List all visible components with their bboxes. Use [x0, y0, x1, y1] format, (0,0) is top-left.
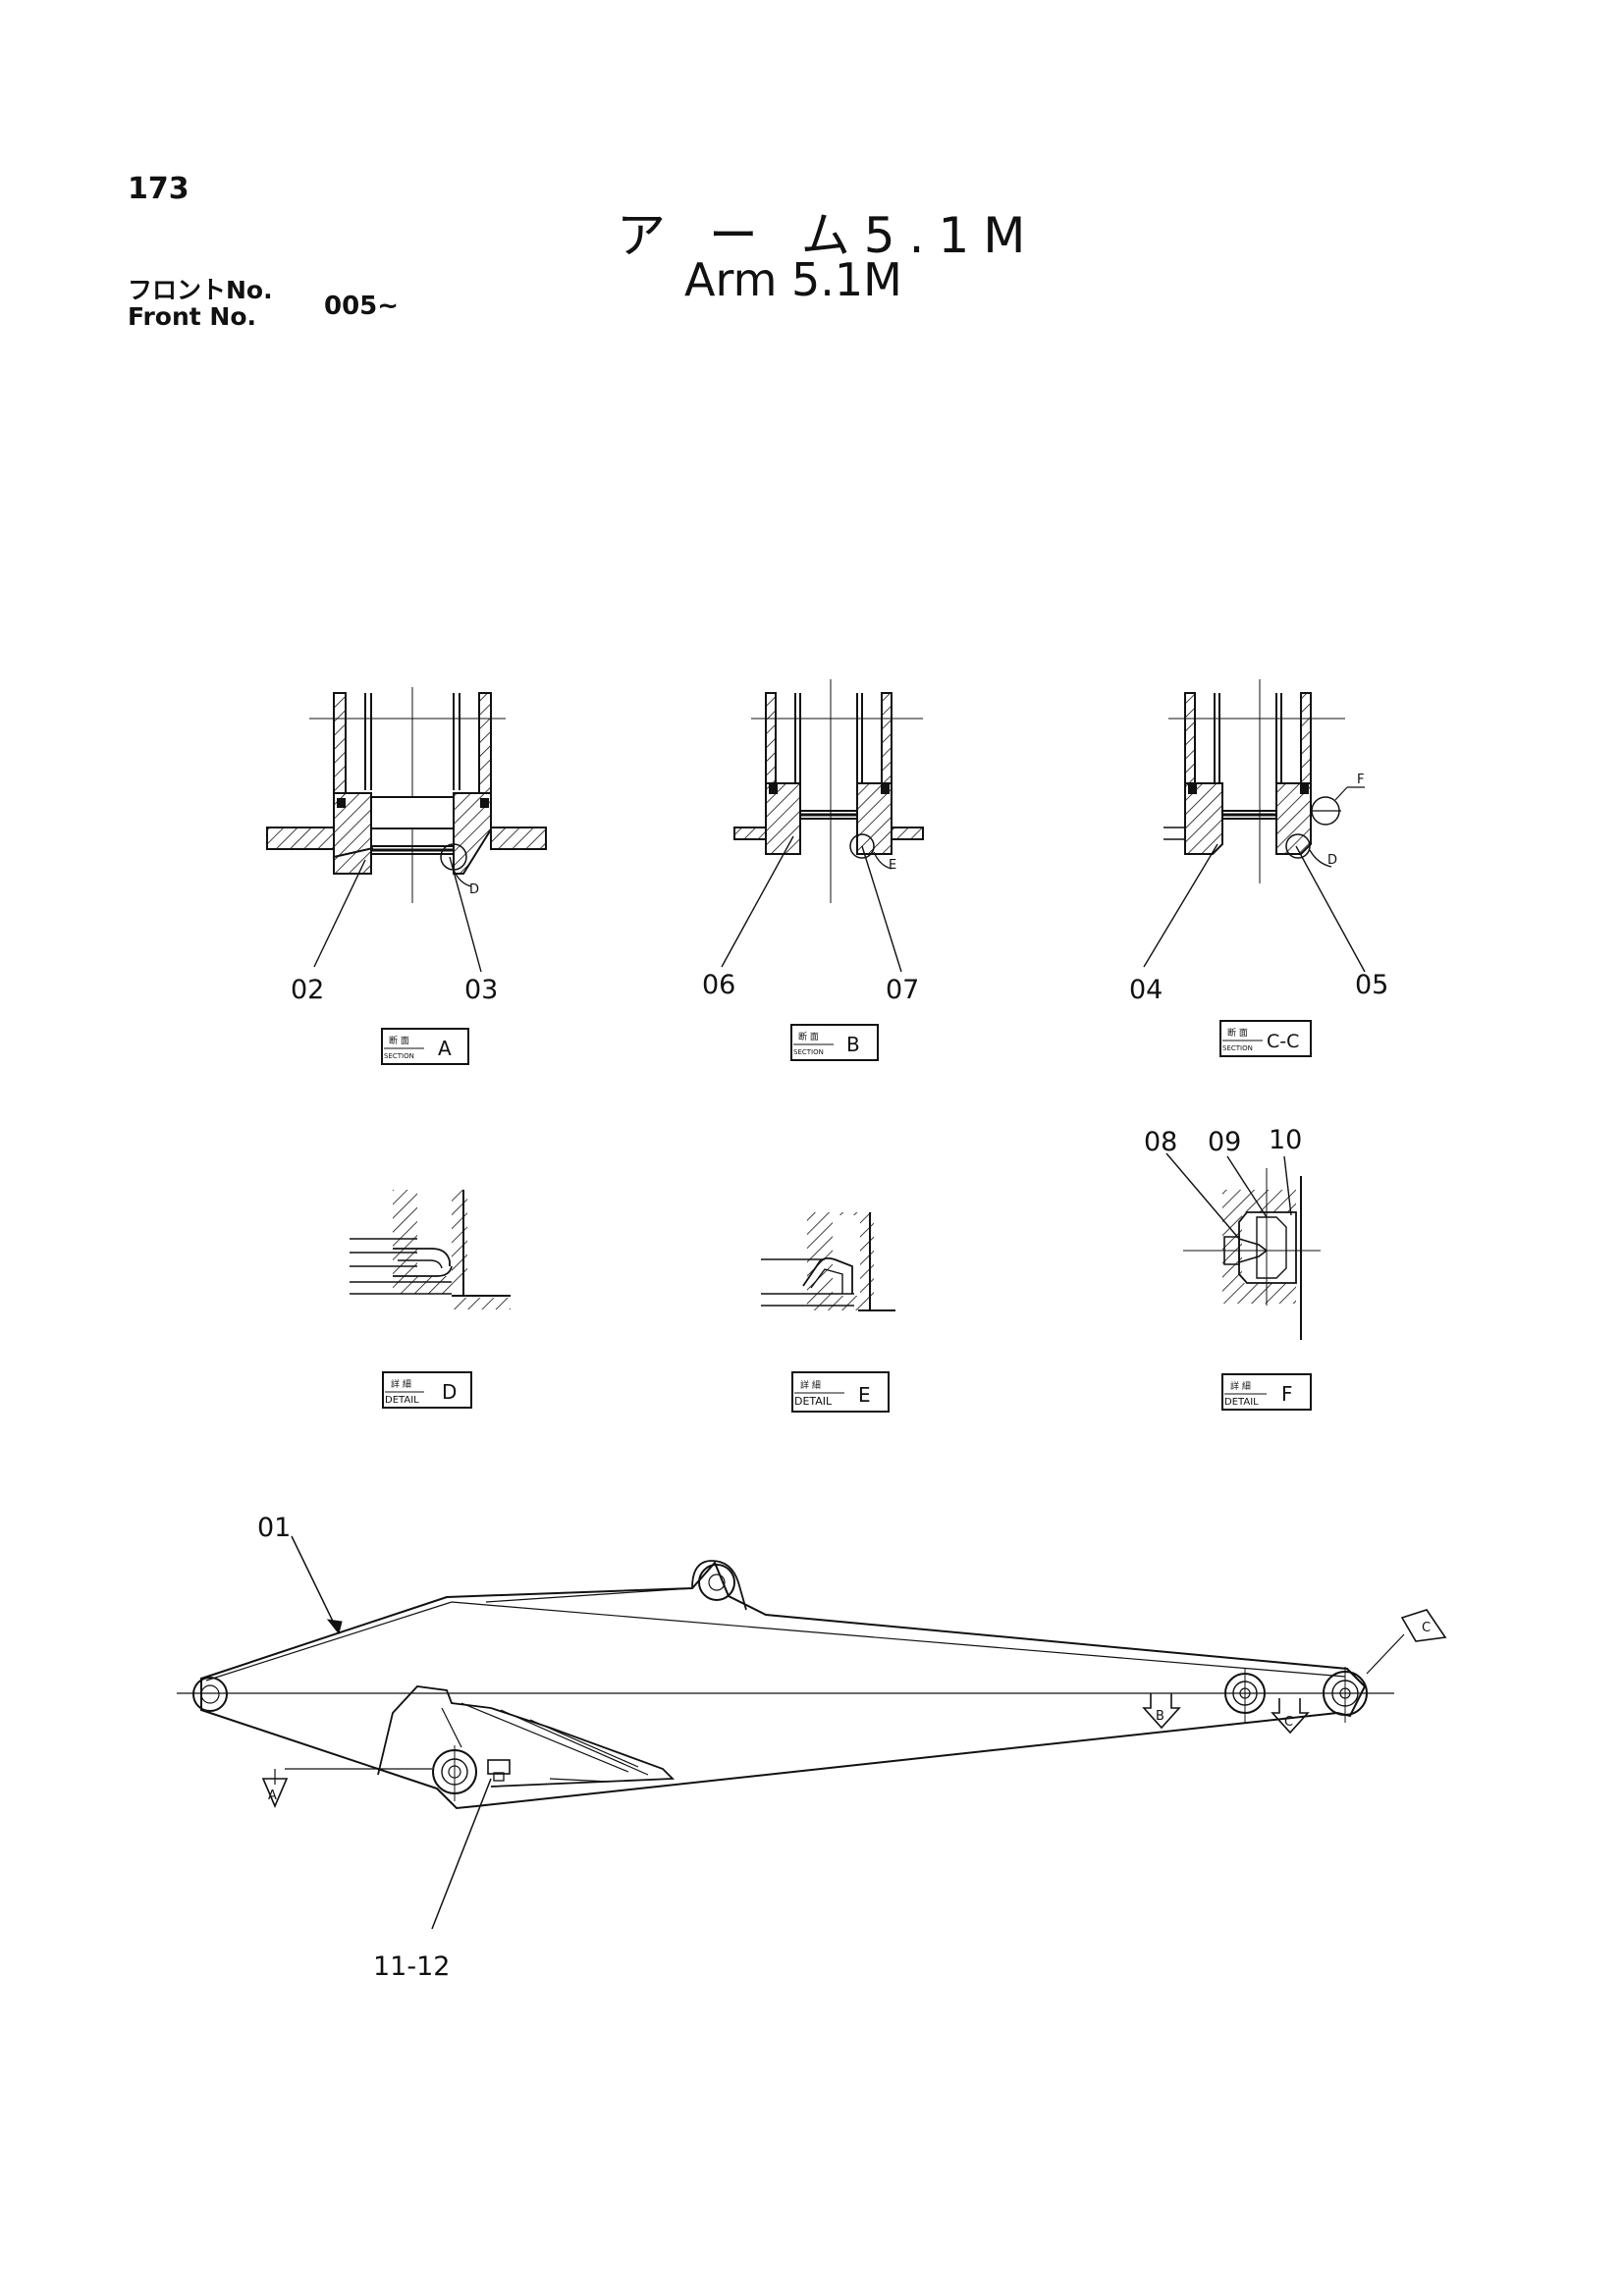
part-label-02: 02 — [291, 975, 324, 1005]
section-b-tag: 断 面 SECTION B — [790, 1024, 879, 1061]
front-number-value: 005~ — [324, 292, 400, 321]
view-marker-b: B — [1156, 1709, 1164, 1724]
view-marker-c-lower: C — [1284, 1715, 1293, 1730]
section-cc-tag: 断 面 SECTION C-C — [1219, 1020, 1312, 1057]
section-b-view — [721, 679, 924, 973]
section-a-tag-en: SECTION — [384, 1052, 414, 1060]
part-label-06: 06 — [702, 970, 735, 1000]
section-b-tag-jp: 断 面 — [798, 1031, 819, 1042]
section-cc-tag-letter: C-C — [1267, 1031, 1299, 1052]
detail-f-tag-en: DETAIL — [1224, 1397, 1259, 1408]
detail-d-tag-en: DETAIL — [385, 1395, 419, 1406]
part-label-07: 07 — [886, 975, 919, 1005]
detail-f-tag-jp: 詳 細 — [1230, 1380, 1251, 1392]
section-cc-view — [1143, 679, 1366, 973]
section-a-tag-letter: A — [438, 1037, 452, 1060]
section-b-tag-letter: B — [846, 1033, 860, 1056]
detail-e-tag: 詳 細 DETAIL E — [791, 1371, 890, 1413]
title-english: Arm 5.1M — [684, 253, 902, 306]
detail-d-tag-jp: 詳 細 — [391, 1378, 411, 1390]
detail-d-tag-letter: D — [442, 1380, 457, 1404]
page-number: 173 — [128, 172, 189, 206]
view-marker-c-upper: C — [1422, 1621, 1431, 1635]
arm-side-view — [177, 1535, 1447, 1930]
view-marker-a: A — [268, 1789, 277, 1803]
front-number-label-en: Front No. — [128, 302, 257, 331]
section-cc-tag-en: SECTION — [1222, 1044, 1253, 1052]
detail-f-view — [1165, 1152, 1321, 1340]
detail-d-tag: 詳 細 DETAIL D — [382, 1371, 472, 1409]
detail-d-view — [350, 1190, 511, 1309]
part-label-11-12: 11-12 — [373, 1951, 450, 1982]
section-a-view — [266, 687, 547, 973]
section-a-callout-d: D — [469, 882, 479, 897]
section-cc-callout-d: D — [1327, 853, 1337, 868]
front-number-label-jp: フロントNo. — [128, 276, 273, 304]
part-label-04: 04 — [1129, 975, 1163, 1005]
section-a-tag: 断 面 SECTION A — [381, 1028, 469, 1065]
part-label-09: 09 — [1208, 1127, 1241, 1157]
part-label-01: 01 — [257, 1513, 291, 1543]
detail-e-view — [761, 1212, 895, 1311]
section-b-callout-e: E — [889, 858, 896, 873]
part-label-10: 10 — [1269, 1125, 1302, 1155]
detail-f-tag: 詳 細 DETAIL F — [1221, 1373, 1312, 1411]
section-cc-callout-f: F — [1357, 773, 1364, 787]
part-label-08: 08 — [1144, 1127, 1177, 1157]
part-label-03: 03 — [464, 975, 498, 1005]
detail-e-tag-en: DETAIL — [794, 1395, 833, 1408]
title-japanese: ア ー ム5.1M — [617, 207, 1040, 264]
detail-e-tag-letter: E — [858, 1383, 871, 1407]
section-b-tag-en: SECTION — [793, 1048, 824, 1056]
detail-f-tag-letter: F — [1281, 1382, 1293, 1406]
section-cc-tag-jp: 断 面 — [1227, 1027, 1248, 1039]
detail-e-tag-jp: 詳 細 — [800, 1379, 821, 1391]
section-a-tag-jp: 断 面 — [389, 1035, 409, 1046]
part-label-05: 05 — [1355, 970, 1388, 1000]
